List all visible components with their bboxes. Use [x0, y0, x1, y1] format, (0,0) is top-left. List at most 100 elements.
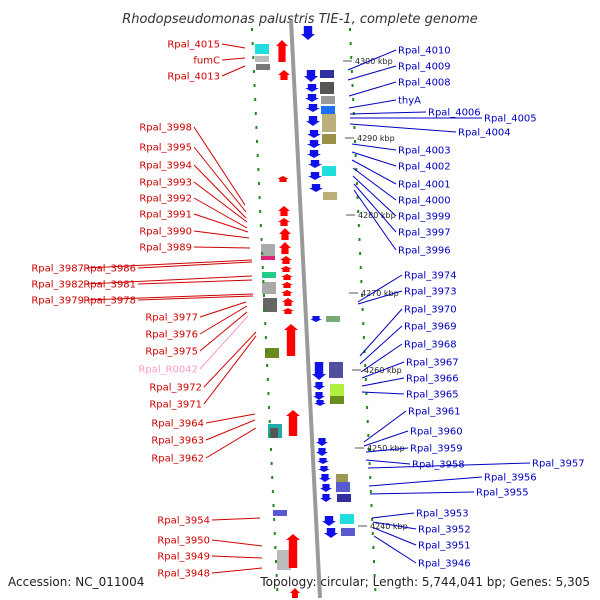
- left-track-dot: [256, 154, 259, 157]
- right-gene-label: Rpal_3959: [410, 444, 463, 455]
- feature-box: [277, 550, 291, 570]
- left-gene-label: Rpal_3993: [139, 178, 192, 189]
- reverse-gene-arrow: [322, 516, 336, 526]
- left-gene-label: Rpal_3962: [151, 454, 204, 465]
- forward-gene-arrow: [286, 410, 300, 436]
- forward-gene-arrow: [286, 534, 300, 568]
- leader-line: [361, 391, 405, 395]
- forward-gene-arrow: [284, 324, 298, 356]
- feature-box: [263, 298, 277, 312]
- right-track-dot: [353, 126, 356, 129]
- leader-line: [353, 189, 397, 251]
- label-leader-lines: [85, 43, 531, 574]
- forward-gene-arrow: [280, 256, 292, 264]
- left-gene-label: Rpal_3964: [151, 419, 204, 430]
- right-track-dot: [362, 322, 365, 325]
- leader-line: [367, 462, 531, 469]
- forward-gene-arrow: [280, 266, 292, 272]
- reverse-gene-arrow: [307, 130, 321, 138]
- backbone-line: [289, 19, 322, 599]
- feature-box: [255, 56, 269, 62]
- leader-line: [211, 539, 263, 547]
- leader-line: [369, 491, 475, 495]
- left-track-dot: [251, 42, 254, 45]
- leader-line: [193, 197, 248, 229]
- right-track-dot: [372, 546, 375, 549]
- left-gene-label: Rpal_3978: [83, 296, 136, 307]
- left-gene-label: Rpal_3950: [157, 536, 210, 547]
- left-gene-label: Rpal_3998: [139, 123, 192, 134]
- right-track-dot: [367, 448, 370, 451]
- leader-line: [353, 183, 397, 233]
- leader-line: [203, 335, 257, 405]
- reverse-gene-arrow: [309, 184, 323, 192]
- right-track-dot: [359, 252, 362, 255]
- reverse-gene-arrow: [317, 458, 329, 464]
- left-gene-label: Rpal_3981: [83, 280, 136, 291]
- leader-line: [348, 99, 397, 109]
- feature-box: [261, 256, 275, 260]
- leader-line: [351, 159, 397, 185]
- leader-line: [363, 410, 407, 443]
- right-track-dot: [361, 294, 364, 297]
- reverse-gene-arrow: [313, 382, 325, 390]
- right-track-dot: [352, 98, 355, 101]
- feature-box: [336, 474, 348, 482]
- right-track-dot: [374, 588, 377, 591]
- left-gene-label: Rpal_3986: [83, 264, 136, 275]
- right-gene-label: Rpal_4002: [398, 162, 451, 173]
- right-track-dot: [369, 476, 372, 479]
- left-track-dot: [259, 210, 262, 213]
- leader-line: [365, 459, 411, 465]
- feature-box: [322, 134, 336, 144]
- forward-gene-arrow: [282, 298, 294, 306]
- leader-line: [137, 279, 253, 285]
- leader-line: [349, 111, 427, 115]
- left-gene-label: fumC: [193, 56, 220, 67]
- leader-line: [193, 126, 246, 206]
- right-track-dot: [365, 392, 368, 395]
- leader-line: [373, 527, 417, 546]
- right-track-dot: [357, 224, 360, 227]
- feature-box: [329, 362, 343, 378]
- left-track-dot: [264, 322, 267, 325]
- right-gene-label: Rpal_3957: [532, 459, 585, 470]
- leader-line: [371, 512, 415, 519]
- right-gene-label: Rpal_3969: [404, 322, 457, 333]
- feature-boxes: [255, 44, 355, 570]
- reverse-gene-arrow: [305, 94, 319, 102]
- accession-text: Accession: NC_011004: [8, 575, 145, 589]
- right-track-dot: [370, 504, 373, 507]
- feature-box: [336, 482, 350, 492]
- feature-box: [262, 272, 276, 278]
- right-gene-label: Rpal_3973: [404, 287, 457, 298]
- leader-line: [347, 65, 397, 81]
- right-track-dot: [366, 406, 369, 409]
- leader-line: [193, 181, 248, 223]
- right-track-dot: [350, 56, 353, 59]
- left-track-dot: [271, 490, 274, 493]
- left-track-dot: [254, 112, 257, 115]
- reverse-gene-arrow: [307, 140, 321, 148]
- leader-line: [352, 175, 397, 217]
- left-track-dot: [261, 266, 264, 269]
- right-gene-label: Rpal_4009: [398, 62, 451, 73]
- leader-line: [349, 123, 457, 133]
- leader-line: [85, 275, 253, 285]
- right-track-dot: [361, 308, 364, 311]
- leader-line: [193, 146, 247, 213]
- left-track-dot: [260, 238, 263, 241]
- left-track-dot: [268, 406, 271, 409]
- right-track-dot: [366, 420, 369, 423]
- leader-line: [199, 311, 248, 352]
- right-track-dot: [357, 210, 360, 213]
- left-track-dot: [275, 574, 278, 577]
- right-gene-label: Rpal_4003: [398, 146, 451, 157]
- leader-line: [211, 517, 261, 521]
- leader-line: [351, 143, 397, 151]
- feature-box: [326, 316, 340, 322]
- left-gene-label: Rpal_3971: [149, 400, 202, 411]
- right-gene-label: Rpal_3970: [404, 305, 457, 316]
- topology-text: Topology: circular; Length: 5,744,041 bp…: [260, 575, 590, 589]
- reverse-gene-arrow: [306, 104, 320, 112]
